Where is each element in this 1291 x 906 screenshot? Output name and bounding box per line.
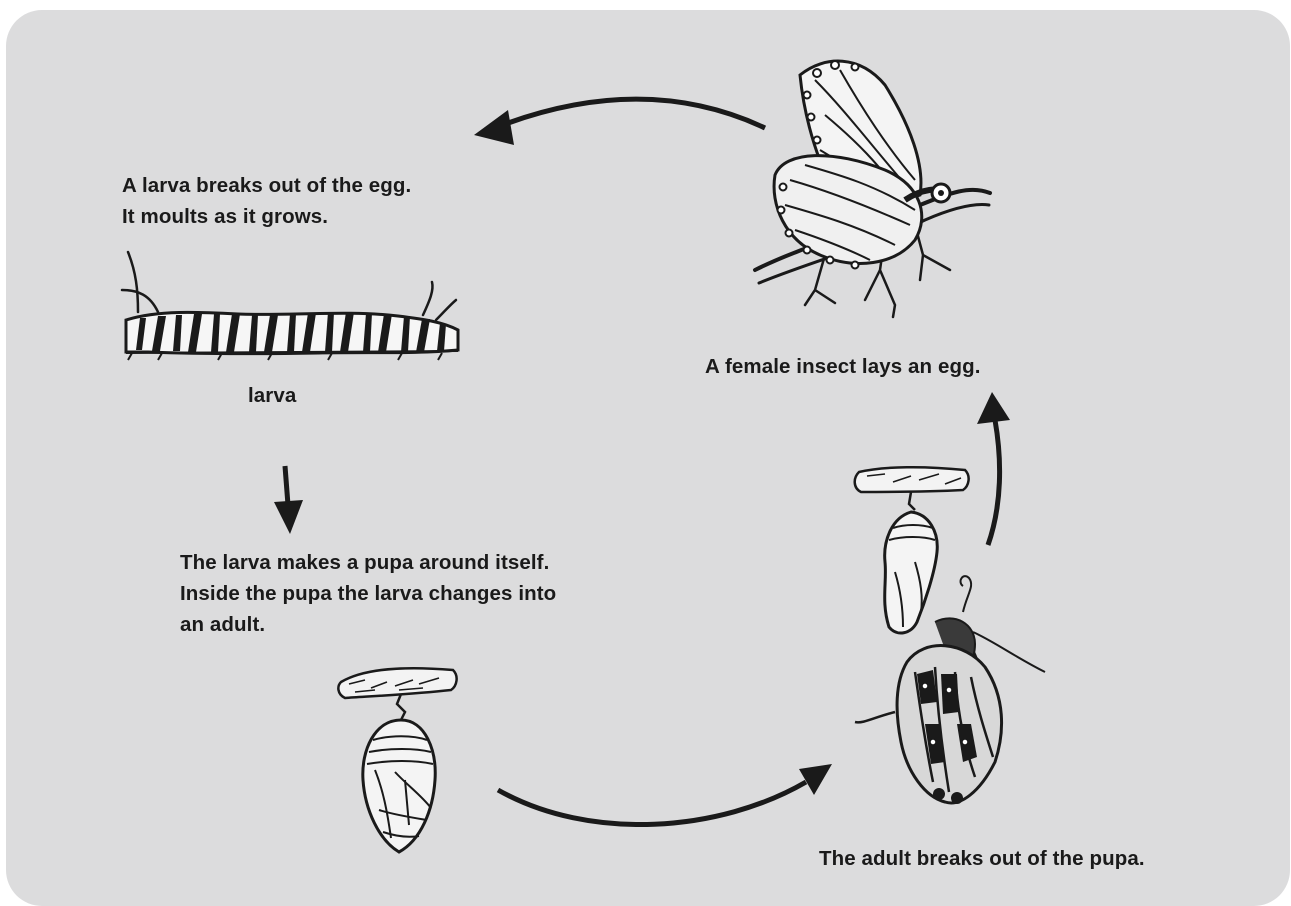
arrow-down [274,466,303,534]
butterfly-icon [745,55,1005,325]
caterpillar-icon [118,250,463,365]
caption-line: It moults as it grows. [122,201,411,232]
emerging-butterfly-icon [845,462,1055,818]
caption-line: Inside the pupa the larva changes into [180,578,556,609]
caption-line: A larva breaks out of the egg. [122,170,411,201]
caption-line: an adult. [180,609,556,640]
caption-line: A female insect lays an egg. [705,351,981,382]
caption-larva-breaks-out: A larva breaks out of the egg. It moults… [122,170,411,232]
arrow-bottom [498,764,832,825]
arrow-top [474,99,765,145]
caption-line: The adult breaks out of the pupa. [819,843,1145,874]
chrysalis-icon [335,660,465,860]
caption-larva-makes-pupa: The larva makes a pupa around itself. In… [180,547,556,640]
caption-adult-breaks-out: The adult breaks out of the pupa. [819,843,1145,874]
larva-label: larva [248,380,296,411]
label-larva: larva [248,380,296,411]
caption-line: The larva makes a pupa around itself. [180,547,556,578]
caption-female-lays-egg: A female insect lays an egg. [705,351,981,382]
